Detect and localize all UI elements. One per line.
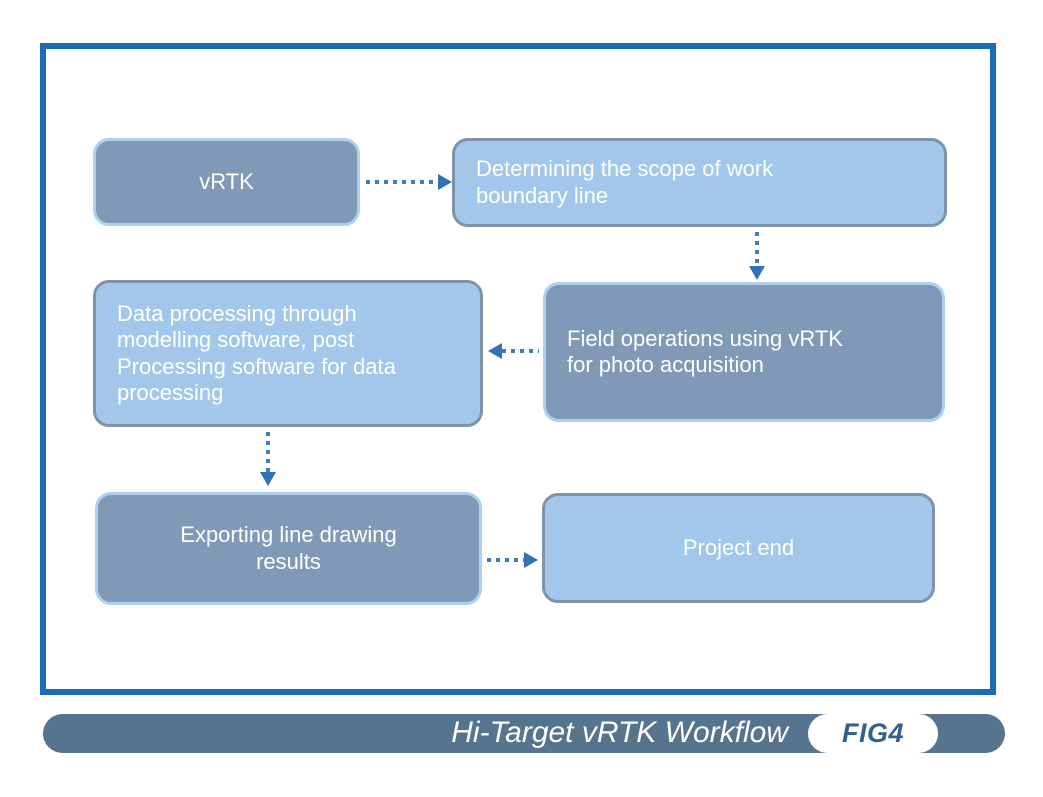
node-data-processing-line1: Data processing through [117, 300, 357, 326]
node-scope: Determining the scope of work boundary l… [452, 138, 947, 227]
node-project-end-label: Project end [682, 534, 795, 560]
figure-number-pill: FIG4 [808, 714, 938, 753]
node-project-end: Project end [542, 493, 935, 603]
dotted-line [502, 349, 539, 353]
arrow-down-icon [260, 472, 276, 486]
node-data-processing-line2: modelling software, post [117, 327, 355, 353]
node-exporting-results-line2: results [256, 548, 321, 574]
arrow-right-icon [524, 552, 538, 568]
node-data-processing-line4: processing [117, 379, 224, 405]
dotted-line [366, 180, 438, 184]
node-exporting-results-line1: Exporting line drawing [180, 522, 397, 548]
arrow-down-icon [749, 266, 765, 280]
arrow-left-icon [488, 343, 502, 359]
figure-number-label: FIG4 [841, 718, 904, 748]
node-vrtk-label: vRTK [199, 168, 254, 194]
node-scope-line1: Determining the scope of work [476, 156, 774, 182]
caption-title: Hi-Target vRTK Workflow [451, 716, 788, 749]
node-scope-line2: boundary line [476, 182, 609, 208]
dotted-line [266, 432, 270, 472]
node-data-processing-line3: Processing software for data [117, 353, 396, 379]
node-field-operations-line1: Field operations using vRTK [567, 325, 843, 351]
diagram-frame: vRTK Determining the scope of work bound… [40, 43, 996, 695]
node-data-processing: Data processing through modelling softwa… [93, 280, 483, 427]
node-field-operations-line2: for photo acquisition [567, 352, 764, 377]
dotted-line [755, 232, 759, 266]
caption-bar: Hi-Target vRTK Workflow FIG4 [43, 714, 1005, 753]
node-vrtk: vRTK [93, 138, 360, 226]
arrow-right-icon [438, 174, 452, 190]
node-field-operations: Field operations using vRTK for photo ac… [543, 282, 945, 422]
node-exporting-results: Exporting line drawing results [95, 492, 482, 605]
dotted-line [487, 558, 524, 562]
